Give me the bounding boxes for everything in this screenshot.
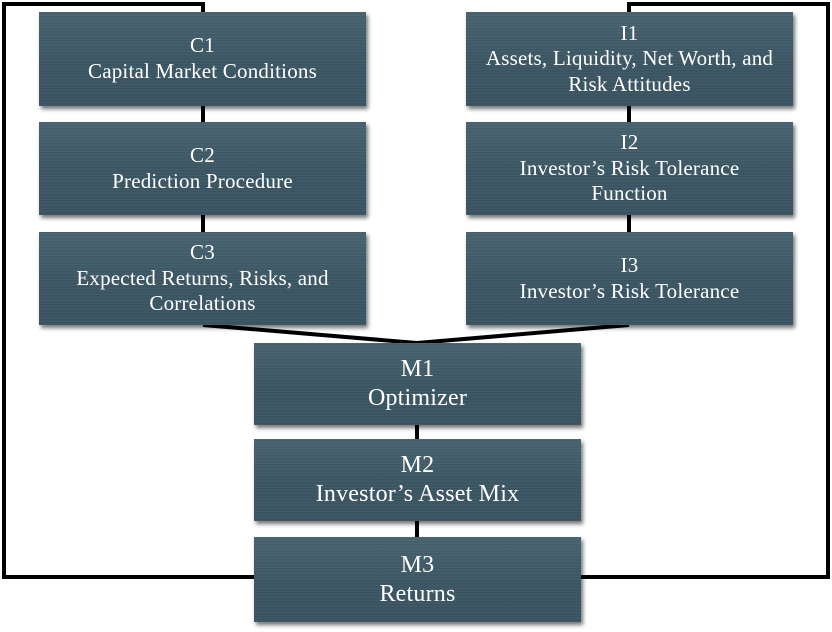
feedback-loop-right: [581, 2, 830, 579]
box-code: I1: [620, 20, 639, 45]
box-code: C3: [190, 240, 215, 265]
box-label: Expected Returns, Risks, and Correlation…: [76, 265, 329, 316]
link-c3-m1: [202, 323, 418, 345]
optimizer-box: M1 Optimizer: [254, 343, 581, 425]
box-code: C1: [190, 33, 215, 58]
box-label: Investor’s Asset Mix: [315, 481, 520, 507]
box-code: M2: [400, 452, 435, 479]
prediction-procedure-box: C2 Prediction Procedure: [39, 122, 366, 215]
asset-mix-box: M2 Investor’s Asset Mix: [254, 439, 581, 521]
box-code: M1: [400, 356, 435, 383]
risk-tolerance-box: I3 Investor’s Risk Tolerance: [466, 232, 793, 325]
box-label: Investor’s Risk Tolerance: [519, 278, 740, 303]
box-label: Optimizer: [367, 385, 468, 411]
box-label: Capital Market Conditions: [88, 59, 317, 83]
link-i3-m1: [416, 323, 630, 345]
box-label: Prediction Procedure: [112, 168, 293, 193]
box-label: Assets, Liquidity, Net Worth, and Risk A…: [485, 46, 774, 96]
assets-liquidity-net-worth-box: I1 Assets, Liquidity, Net Worth, and Ris…: [466, 12, 793, 106]
box-code: I2: [620, 130, 639, 155]
capital-market-conditions-box: C1 Capital Market Conditions: [39, 12, 366, 106]
box-label: Investor’s Risk Tolerance Function: [519, 155, 740, 206]
box-code: I3: [620, 252, 639, 277]
box-label: Returns: [379, 580, 456, 607]
box-code: C2: [190, 142, 215, 167]
expected-returns-risks-correlations-box: C3 Expected Returns, Risks, and Correlat…: [39, 232, 366, 325]
feedback-loop-left: [2, 2, 254, 579]
box-code: M3: [400, 551, 435, 578]
returns-box: M3 Returns: [254, 537, 581, 622]
risk-tolerance-function-box: I2 Investor’s Risk Tolerance Function: [466, 122, 793, 215]
